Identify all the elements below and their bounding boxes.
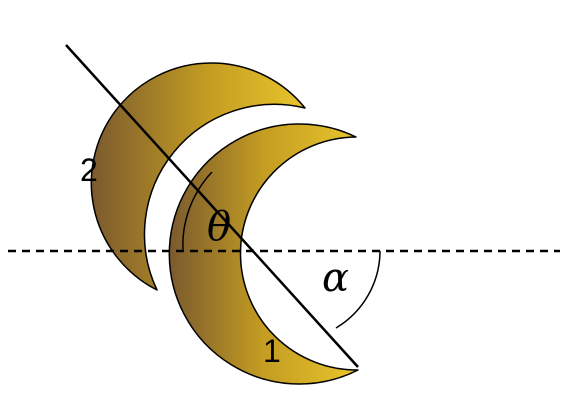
alpha-angle-arc <box>335 250 381 329</box>
piece-2-label: 2 <box>80 152 98 188</box>
crescent-piece-2 <box>90 62 306 291</box>
diagonal-axis-line <box>65 44 359 368</box>
crescent-piece-1 <box>168 123 359 385</box>
alpha-label: α <box>322 255 349 301</box>
theta-label: θ <box>207 204 231 250</box>
theta-angle-arc <box>182 171 213 252</box>
piece-1-label: 1 <box>263 333 281 369</box>
